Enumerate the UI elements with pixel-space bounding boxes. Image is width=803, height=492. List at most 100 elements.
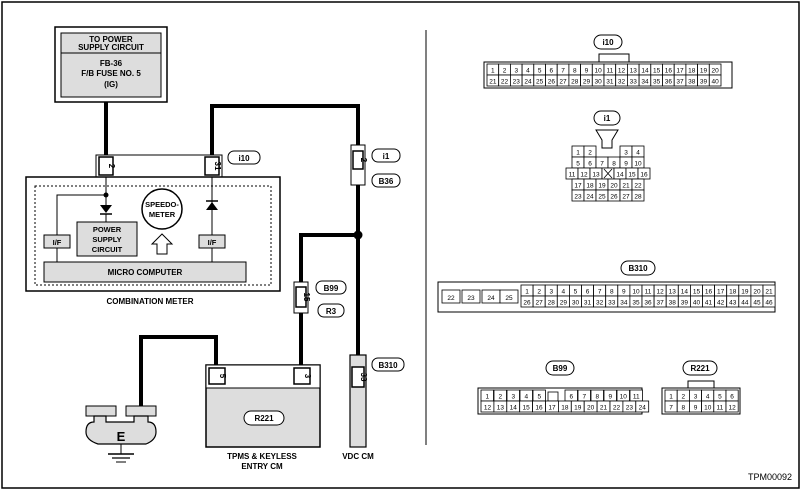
b310-pin-38: 38	[669, 300, 677, 307]
b99-pin-8: 8	[595, 394, 599, 401]
i10-pin-23: 23	[513, 79, 521, 86]
power-supply-box: TO POWER SUPPLY CIRCUIT FB-36 F/B FUSE N…	[54, 26, 168, 103]
i10-pin-14: 14	[641, 68, 649, 75]
i10-pin-5: 5	[538, 68, 542, 75]
b99-pin-3: 3	[511, 394, 515, 401]
pin-2-label: 2	[107, 164, 116, 169]
b310-pin-29: 29	[560, 300, 568, 307]
i10-pin-16: 16	[665, 68, 673, 75]
i10-pin-12: 12	[618, 68, 626, 75]
r221-pin-8: 8	[681, 405, 685, 412]
i1-pin-27: 27	[622, 194, 630, 201]
r221-pin-10: 10	[704, 405, 712, 412]
b310-pin-27: 27	[536, 300, 544, 307]
micro-computer-label: MICRO COMPUTER	[108, 268, 183, 277]
i1-pin-17: 17	[574, 183, 582, 190]
r221-pin-11: 11	[717, 405, 724, 412]
speedometer-label-2: METER	[149, 210, 176, 219]
vdc-module: 33 B310	[349, 354, 405, 448]
i1-pin-13: 13	[592, 172, 600, 179]
b310-pin-11: 11	[645, 289, 652, 296]
i1-pin-22: 22	[634, 183, 642, 190]
b310-pin-12: 12	[657, 289, 665, 296]
i10-pin-2: 2	[503, 68, 507, 75]
b99-pin-5: 5	[537, 394, 541, 401]
b310-pin-6: 6	[586, 289, 590, 296]
i10-pin-11: 11	[606, 68, 613, 75]
i10-connector-tag: i10	[238, 154, 250, 163]
b99-pin-19: 19	[574, 405, 582, 412]
b99-pin-10: 10	[620, 394, 628, 401]
b310-pin-23: 23	[467, 295, 475, 302]
speedometer-label-1: SPEEDO-	[145, 200, 179, 209]
splice-point	[353, 230, 363, 240]
i10-pin-17: 17	[676, 68, 684, 75]
b310-pin-15: 15	[693, 289, 701, 296]
i10-pin-26: 26	[548, 79, 556, 86]
i10-pin-8: 8	[573, 68, 577, 75]
i10-pin-28: 28	[571, 79, 579, 86]
i10-pin-31: 31	[606, 79, 614, 86]
i1-pin-15: 15	[628, 172, 636, 179]
i1-pin-11: 11	[569, 172, 576, 179]
blank-cell-cross	[603, 168, 613, 179]
b99-pin-7: 7	[582, 394, 586, 401]
b310-pin-17: 17	[717, 289, 725, 296]
combination-meter-label: COMBINATION METER	[107, 297, 194, 306]
b99-pin-20: 20	[587, 405, 595, 412]
i10-pin-7: 7	[561, 68, 565, 75]
power-label-2: SUPPLY CIRCUIT	[78, 43, 144, 52]
b99-pin-22: 22	[613, 405, 621, 412]
b99-pin-15: 15	[523, 405, 531, 412]
b310-pin-4: 4	[562, 289, 566, 296]
r221-pin-2: 2	[681, 394, 685, 401]
pin-cell	[708, 74, 722, 87]
i1-pin-5: 5	[576, 161, 580, 168]
i1-pin-12: 12	[580, 172, 588, 179]
b99-pin-23: 23	[626, 405, 634, 412]
i1-pin-4: 4	[636, 150, 640, 157]
pin-15-label: 15	[302, 293, 311, 302]
i1-pin-7: 7	[600, 161, 604, 168]
b99-pin-24: 24	[639, 405, 647, 412]
b310-pin-3: 3	[549, 289, 553, 296]
pin-31-label: 31	[213, 162, 222, 171]
b310-pin-14: 14	[681, 289, 689, 296]
i10-pin-10: 10	[595, 68, 603, 75]
b310-pin-42: 42	[717, 300, 725, 307]
i10-pin-38: 38	[688, 79, 696, 86]
i1-pin-6: 6	[588, 161, 592, 168]
i10-pin-37: 37	[676, 79, 684, 86]
pin-3-label: 3	[303, 374, 312, 379]
i1-pin-25: 25	[598, 194, 606, 201]
b310-pin-36: 36	[644, 300, 652, 307]
i10-face-tag-frame	[593, 34, 623, 50]
i10-pin-9: 9	[585, 68, 589, 75]
b310-pin-46: 46	[765, 300, 773, 307]
b310-pin-13: 13	[669, 289, 677, 296]
i1-pin-8: 8	[612, 161, 616, 168]
i1-b36-connector: 2 i1 B36	[350, 144, 401, 188]
i10-connector-block: 2 31 i10	[95, 150, 261, 178]
power-label-1: TO POWER	[89, 35, 133, 44]
b310-face-tag-frame	[620, 260, 656, 276]
b310-pin-40: 40	[693, 300, 701, 307]
vdc-label: VDC CM	[342, 452, 374, 461]
i10-pin-39: 39	[700, 79, 708, 86]
r221-face-tag: R221	[690, 364, 710, 373]
i10-pin-4: 4	[526, 68, 530, 75]
b310-pin-10: 10	[632, 289, 640, 296]
b310-pin-5: 5	[574, 289, 578, 296]
b99-pin-21: 21	[600, 405, 608, 412]
b310-pin-31: 31	[584, 300, 592, 307]
b310-pin-45: 45	[753, 300, 761, 307]
b99-connector-tag: B99	[324, 284, 339, 293]
wires	[104, 102, 360, 408]
i10-pin-3: 3	[514, 68, 518, 75]
b310-pin-7: 7	[598, 289, 602, 296]
b310-pin-2: 2	[537, 289, 541, 296]
i10-pin-21: 21	[489, 79, 497, 86]
b310-pin-30: 30	[572, 300, 580, 307]
b310-pin-26: 26	[523, 300, 531, 307]
